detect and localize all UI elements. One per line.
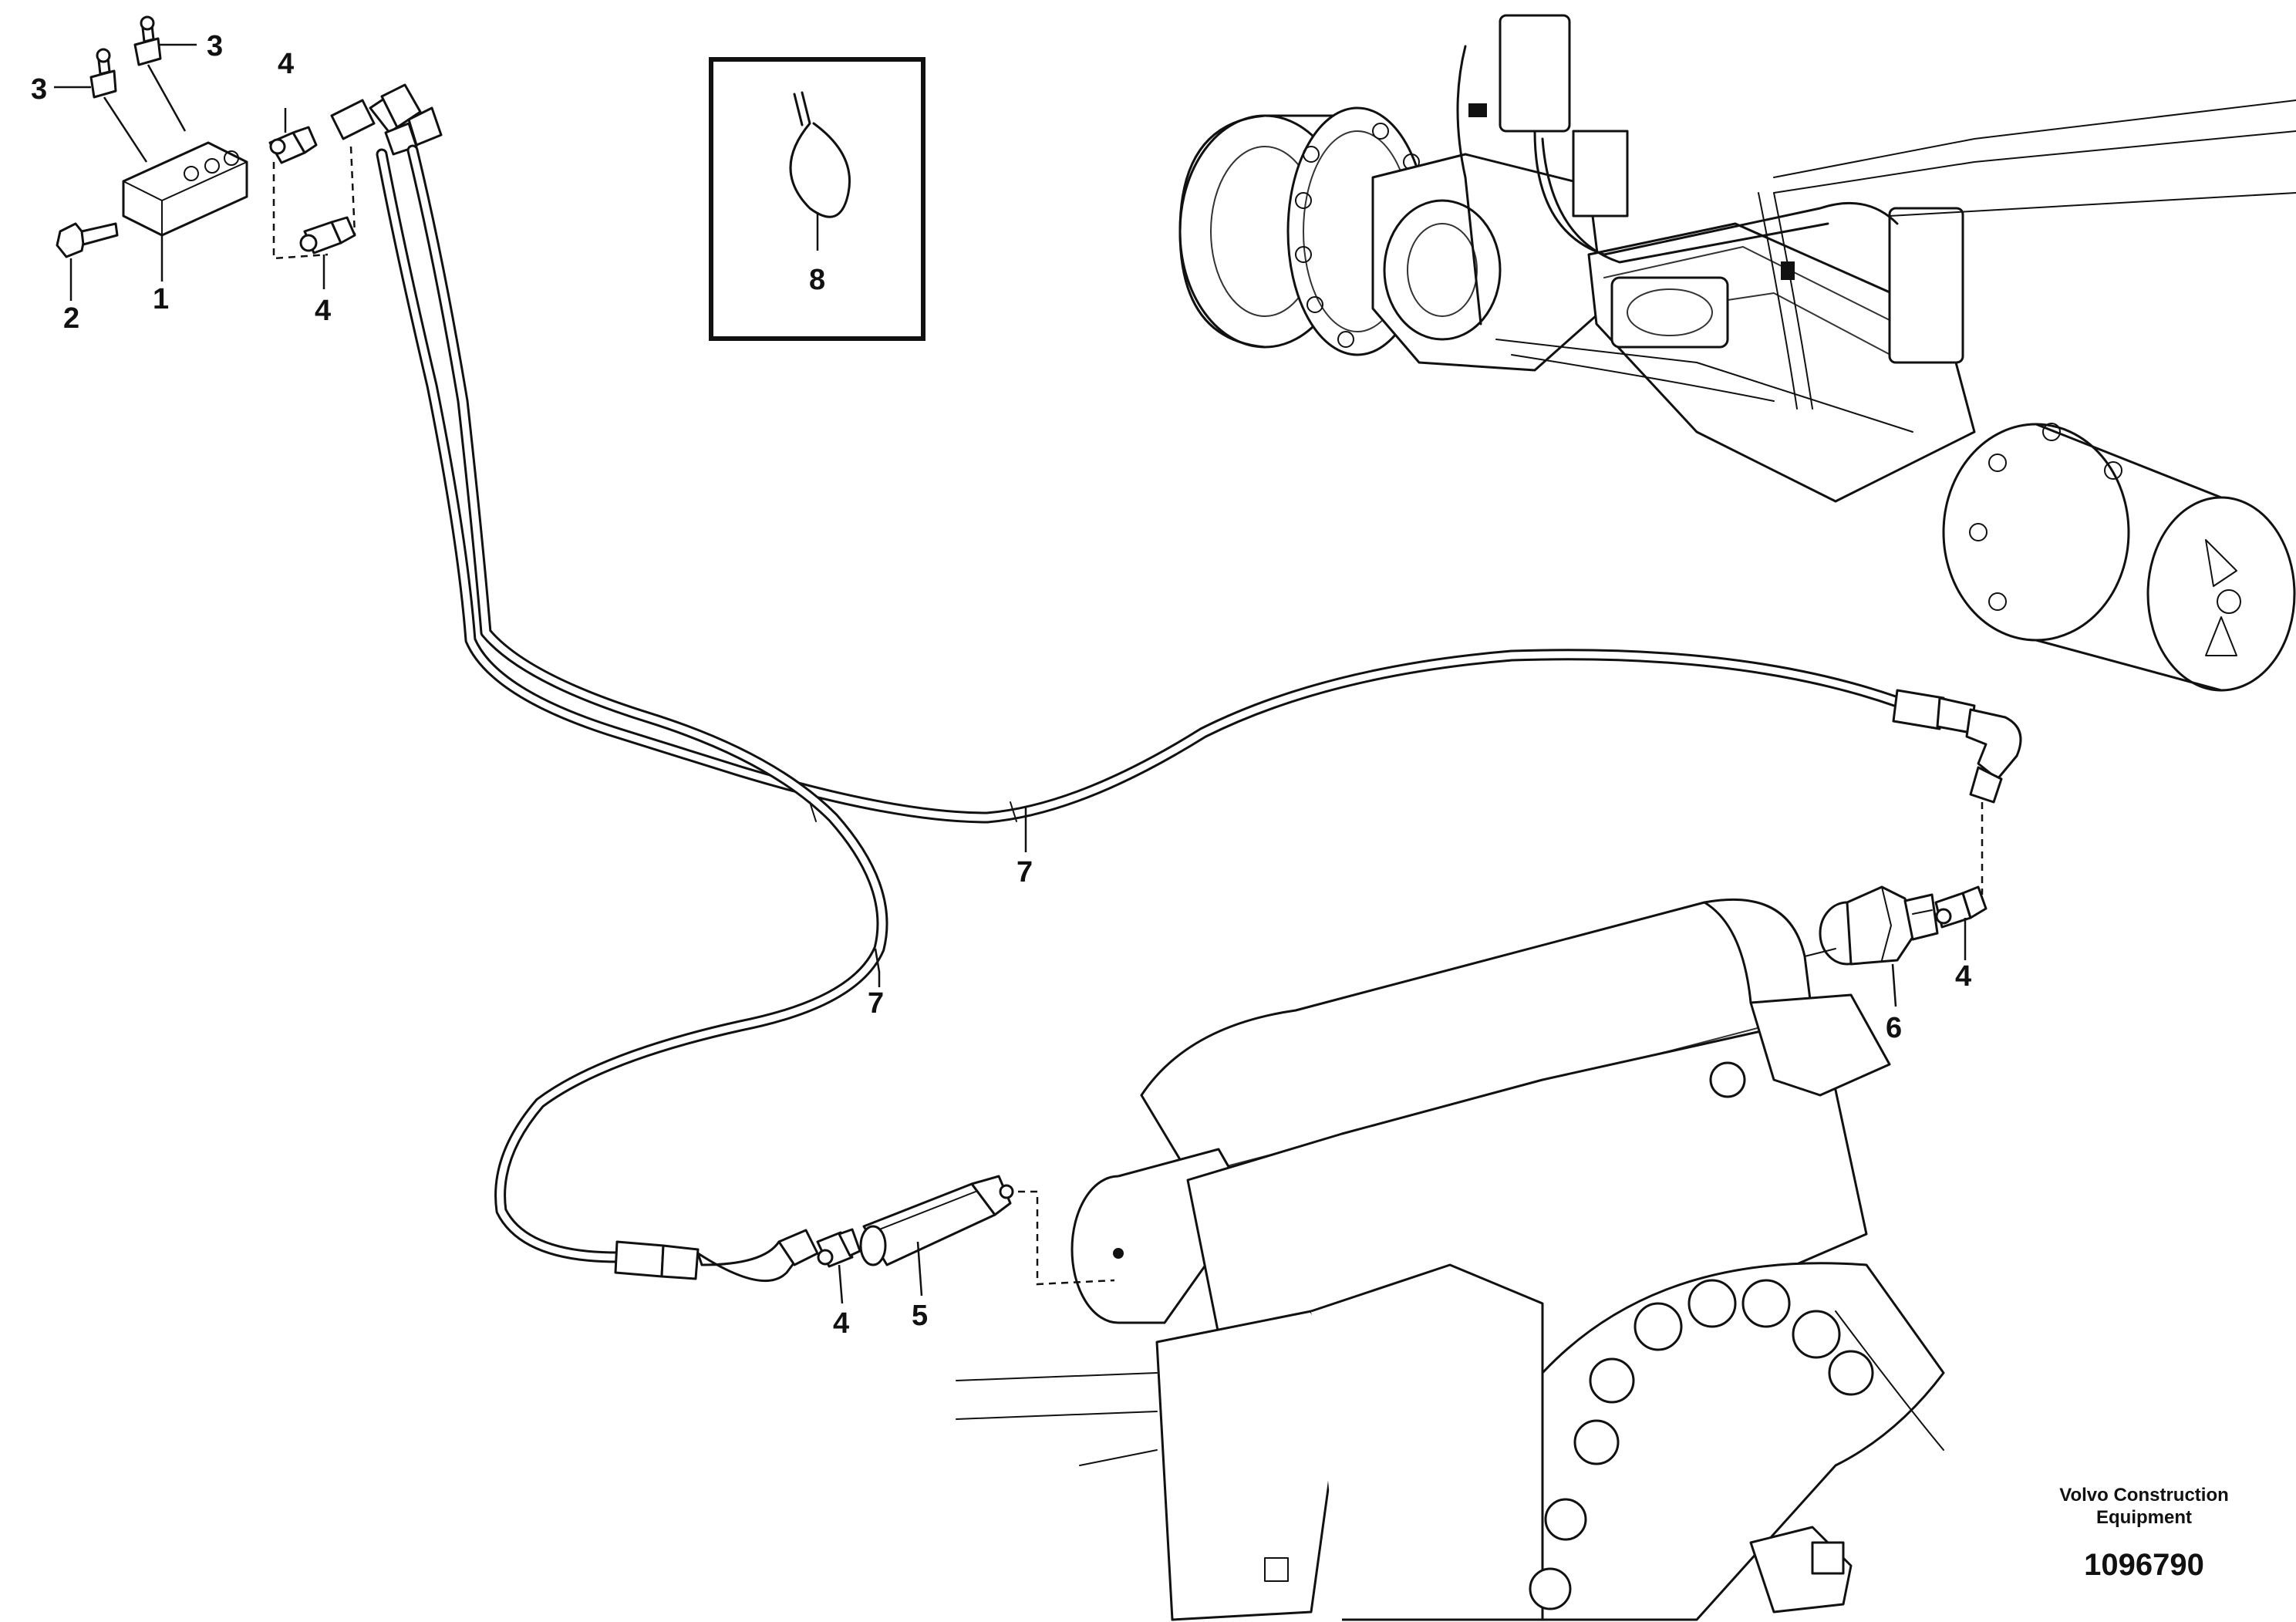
leader-7b	[874, 948, 881, 987]
callout-7: 7	[1017, 856, 1033, 889]
callout-4: 4	[833, 1307, 849, 1340]
callout-7: 7	[868, 987, 884, 1020]
callout-2: 2	[63, 302, 79, 335]
grease-block-assembly	[56, 15, 443, 260]
cable-tie-inset	[709, 57, 925, 341]
callout-6: 6	[1886, 1012, 1902, 1044]
callout-4: 4	[1955, 960, 1971, 993]
axle-assembly-illustration	[1178, 14, 2296, 692]
callout-5: 5	[912, 1300, 928, 1332]
sensor-fitting-lower	[816, 1175, 1115, 1304]
sensor-fitting-right	[1804, 802, 1988, 1007]
company-name-line1: Volvo Construction	[2059, 1485, 2229, 1506]
callout-8: 8	[809, 264, 825, 296]
hoses	[376, 144, 2022, 1283]
company-name-line2: Equipment	[2096, 1507, 2192, 1528]
cylinder-and-frame-illustration	[956, 898, 1945, 1621]
callout-3: 3	[207, 30, 223, 62]
callout-4: 4	[278, 48, 294, 80]
drawing-number: 1096790	[2084, 1548, 2204, 1582]
callout-4: 4	[315, 295, 331, 327]
callout-3: 3	[31, 73, 47, 106]
callout-1: 1	[153, 283, 169, 315]
